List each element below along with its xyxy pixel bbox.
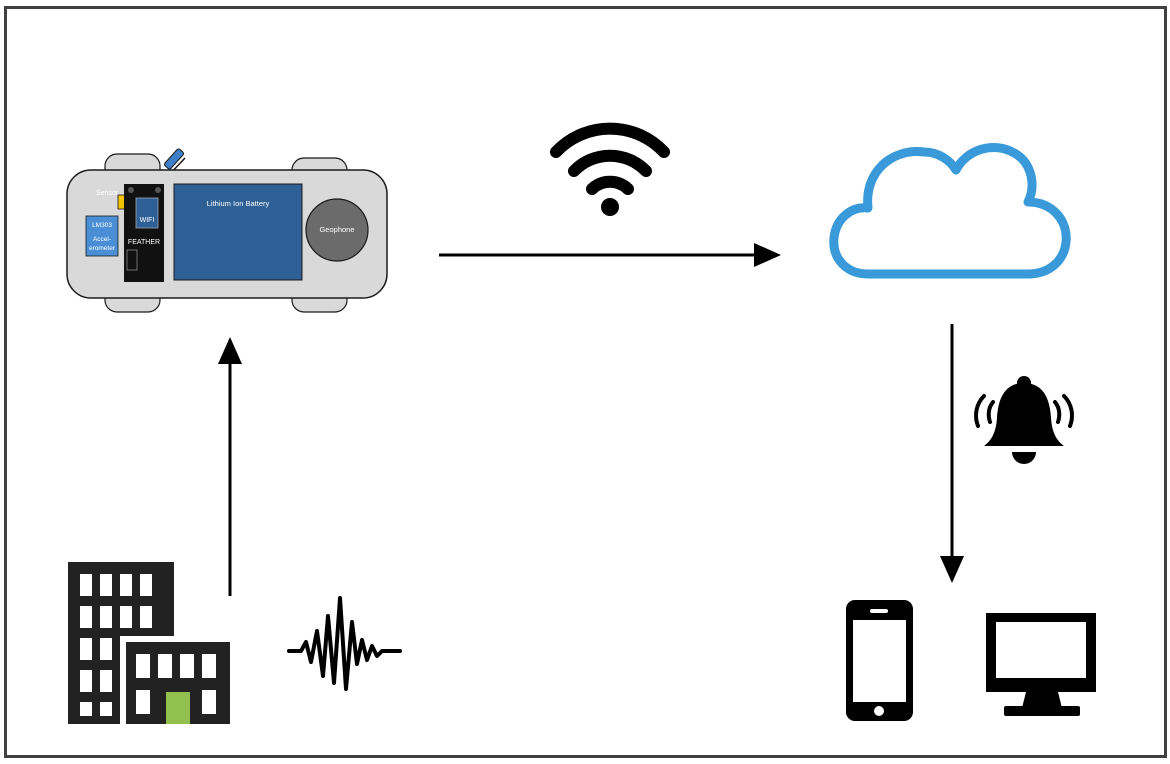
connector	[126, 249, 138, 271]
lithium-battery	[173, 183, 303, 281]
wifi-icon	[550, 122, 670, 216]
geophone	[305, 198, 369, 262]
diagram-frame	[4, 6, 1167, 758]
accelerometer-line2: Accel-	[93, 236, 111, 243]
building-icon	[68, 562, 236, 728]
accelerometer-line3: erometer	[89, 245, 116, 252]
cloud-icon	[829, 142, 1071, 279]
seismic-wave-icon	[287, 596, 402, 691]
sensor-device-icon: Sensor WIFI FEATHER LM303 Accel- eromete…	[66, 148, 388, 313]
feather-label: FEATHER	[128, 239, 160, 246]
sensor-label: Sensor	[96, 190, 119, 197]
wifi-chip-label: WIFI	[140, 217, 155, 224]
monitor-icon	[986, 613, 1096, 716]
geophone-label: Geophone	[319, 225, 354, 234]
mount-hole	[155, 187, 161, 193]
antenna-tip	[163, 148, 185, 170]
wifi-chip	[135, 197, 159, 229]
smartphone-icon	[846, 600, 913, 721]
building-door	[166, 692, 190, 724]
accelerometer-line1: LM303	[92, 222, 112, 229]
accelerometer-module	[85, 215, 119, 257]
bell-alert-icon	[974, 376, 1074, 464]
battery-label: Lithium Ion Battery	[207, 199, 270, 208]
mount-hole	[128, 187, 134, 193]
